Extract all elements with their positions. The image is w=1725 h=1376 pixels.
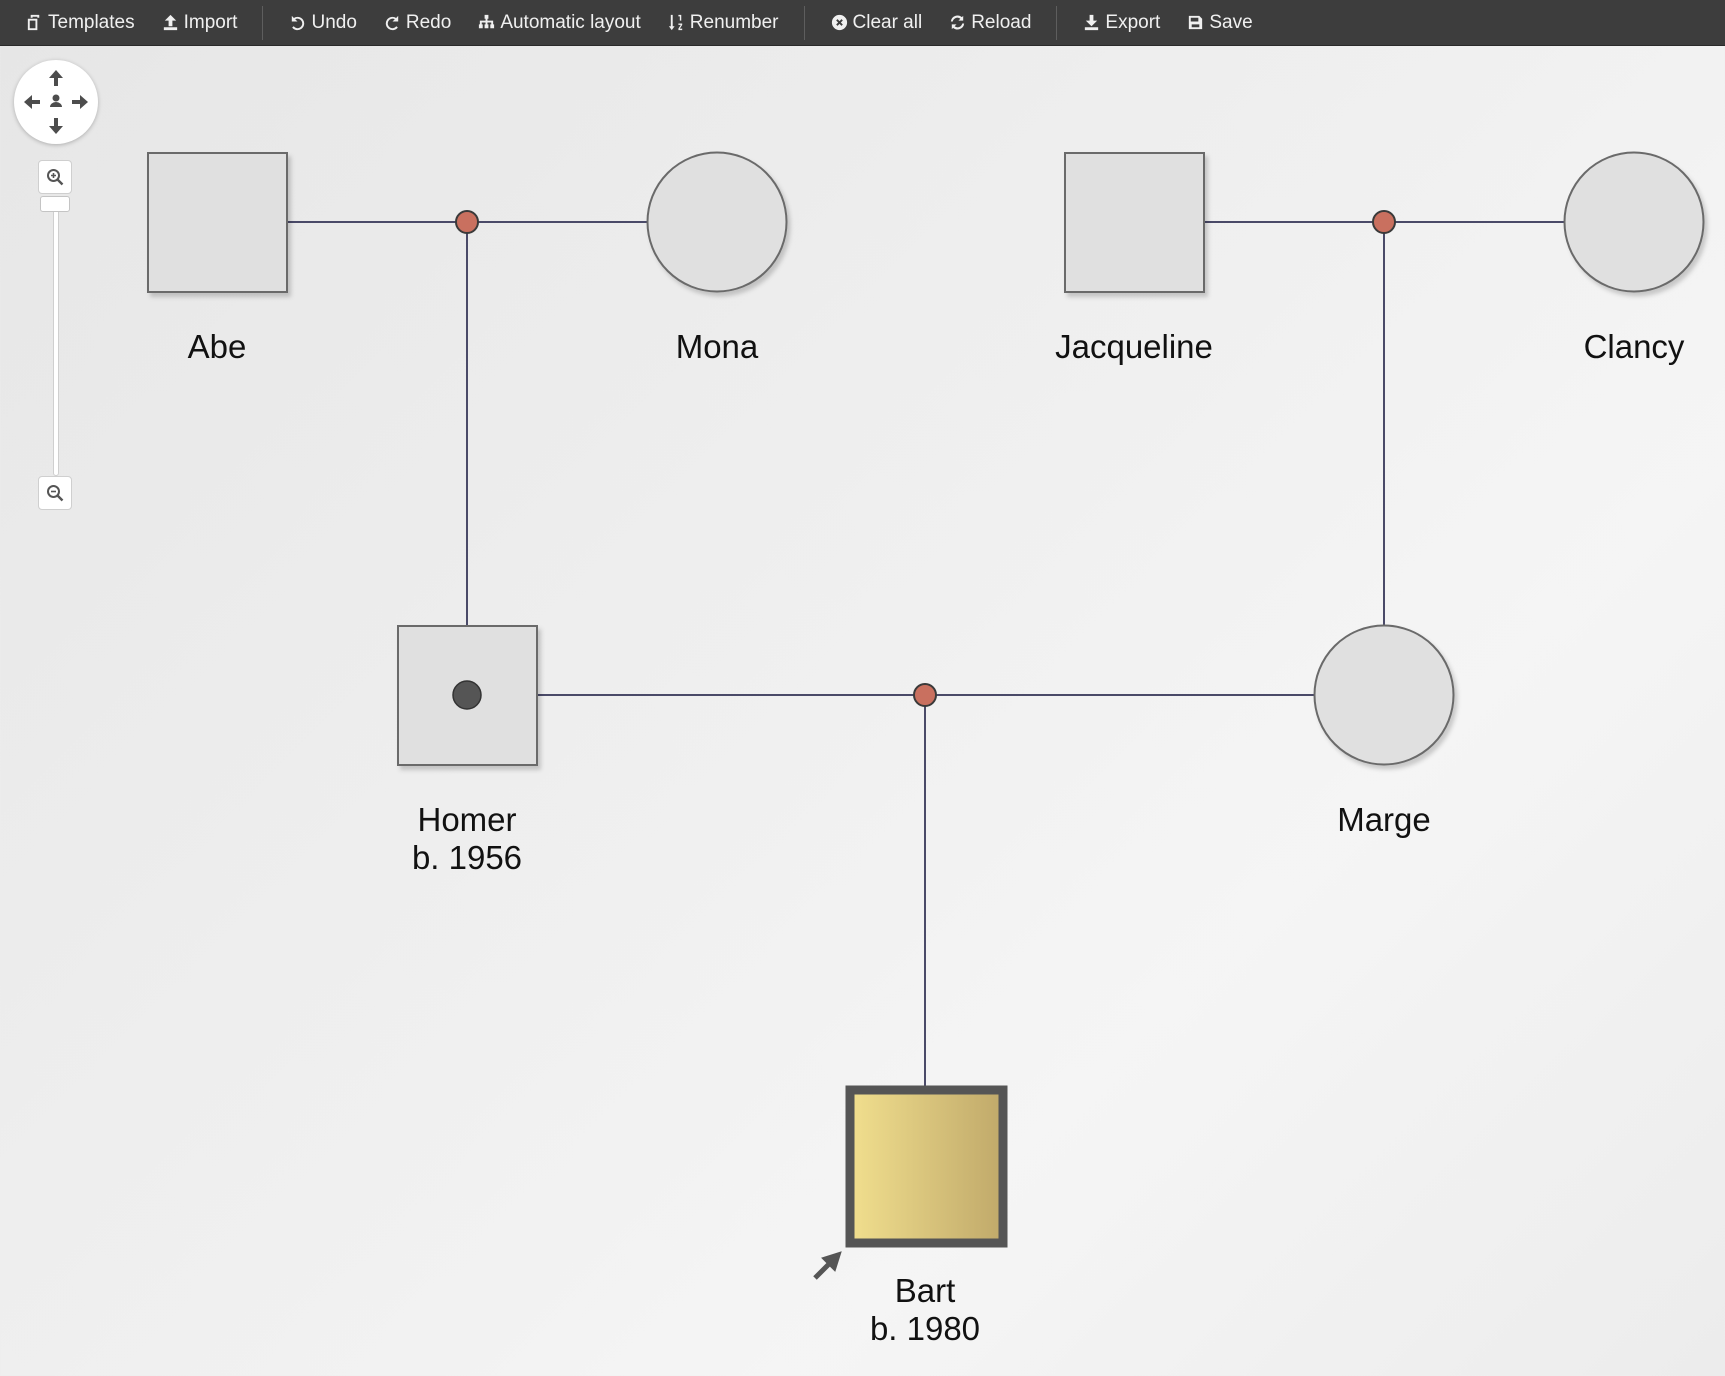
export-label: Export <box>1105 11 1161 33</box>
pan-center-icon[interactable] <box>52 94 60 102</box>
person-label-homer: Homer b. 1956 <box>337 801 597 877</box>
pan-arrows-icon <box>24 70 88 134</box>
person-marge[interactable] <box>1313 624 1455 766</box>
person-label-clancy: Clancy <box>1504 328 1725 366</box>
undo-icon <box>292 15 305 31</box>
save-button[interactable]: Save <box>1173 0 1265 46</box>
automatic-layout-button[interactable]: Automatic layout <box>464 0 653 46</box>
renumber-button[interactable]: Renumber <box>654 0 792 46</box>
templates-button[interactable]: Templates <box>12 0 148 46</box>
zoom-slider-handle[interactable] <box>40 196 70 212</box>
import-button[interactable]: Import <box>148 0 251 46</box>
export-button[interactable]: Export <box>1069 0 1173 46</box>
person-name-clancy: Clancy <box>1583 328 1685 365</box>
zoom-in-button[interactable] <box>38 160 72 194</box>
copy-icon <box>27 14 40 31</box>
toolbar-divider <box>803 5 805 40</box>
person-clancy[interactable] <box>1563 151 1705 293</box>
person-jacqueline[interactable] <box>1064 152 1205 293</box>
pan-control[interactable] <box>14 60 98 144</box>
sort-numeric-icon <box>668 14 682 31</box>
pan-up-icon[interactable] <box>49 70 63 86</box>
templates-label: Templates <box>48 11 135 33</box>
carrier-marker <box>452 680 482 710</box>
person-name-jacqueline: Jacqueline <box>1055 328 1213 365</box>
automatic-layout-label: Automatic layout <box>500 11 641 33</box>
clear-all-label: Clear all <box>852 11 923 33</box>
upload-icon <box>163 14 177 31</box>
zoom-out-button[interactable] <box>38 476 72 510</box>
proband-arrow-icon <box>813 1251 842 1280</box>
renumber-label: Renumber <box>689 11 779 33</box>
refresh-icon <box>951 15 965 30</box>
person-label-marge: Marge <box>1254 801 1514 839</box>
pan-left-icon[interactable] <box>24 95 40 109</box>
floppy-disk-icon <box>1189 15 1203 30</box>
person-bart[interactable] <box>845 1085 1008 1248</box>
download-icon <box>1085 14 1099 31</box>
pan-right-icon[interactable] <box>72 95 88 109</box>
person-birth-homer: b. 1956 <box>411 839 523 876</box>
pedigree-canvas[interactable]: Abe Mona Jacqueline Clancy Homer b. 1956… <box>0 46 1725 1376</box>
reload-label: Reload <box>971 11 1032 33</box>
toolbar-divider <box>1056 5 1058 40</box>
partnership-node-jacqueline-clancy[interactable] <box>1372 210 1396 234</box>
pan-down-icon[interactable] <box>49 118 63 134</box>
clear-all-button[interactable]: Clear all <box>817 0 936 46</box>
zoom-in-icon <box>47 169 64 186</box>
undo-label: Undo <box>311 11 357 33</box>
redo-button[interactable]: Redo <box>370 0 464 46</box>
sitemap-icon <box>479 14 495 29</box>
toolbar: Templates Import Undo Redo Automatic lay… <box>0 0 1725 46</box>
person-name-bart: Bart <box>894 1272 956 1309</box>
zoom-out-icon <box>47 485 64 502</box>
redo-label: Redo <box>405 11 452 33</box>
person-label-bart: Bart b. 1980 <box>795 1272 1055 1348</box>
save-label: Save <box>1209 11 1253 33</box>
pedigree-diagram <box>147 151 1705 1280</box>
person-name-marge: Marge <box>1337 801 1431 838</box>
person-abe[interactable] <box>147 152 288 293</box>
reload-button[interactable]: Reload <box>935 0 1044 46</box>
toolbar-divider <box>262 5 264 40</box>
person-label-abe: Abe <box>87 328 347 366</box>
redo-icon <box>385 15 399 31</box>
times-circle-icon <box>831 14 847 31</box>
person-name-abe: Abe <box>187 328 247 365</box>
person-name-mona: Mona <box>675 328 759 365</box>
person-name-homer: Homer <box>417 801 517 838</box>
partnership-node-homer-marge[interactable] <box>913 683 937 707</box>
pan-center-body <box>50 102 62 107</box>
partnership-node-abe-mona[interactable] <box>455 210 479 234</box>
person-label-jacqueline: Jacqueline <box>1004 328 1264 366</box>
person-birth-bart: b. 1980 <box>869 1310 981 1347</box>
person-mona[interactable] <box>646 151 788 293</box>
person-label-mona: Mona <box>587 328 847 366</box>
undo-button[interactable]: Undo <box>275 0 369 46</box>
import-label: Import <box>183 11 238 33</box>
